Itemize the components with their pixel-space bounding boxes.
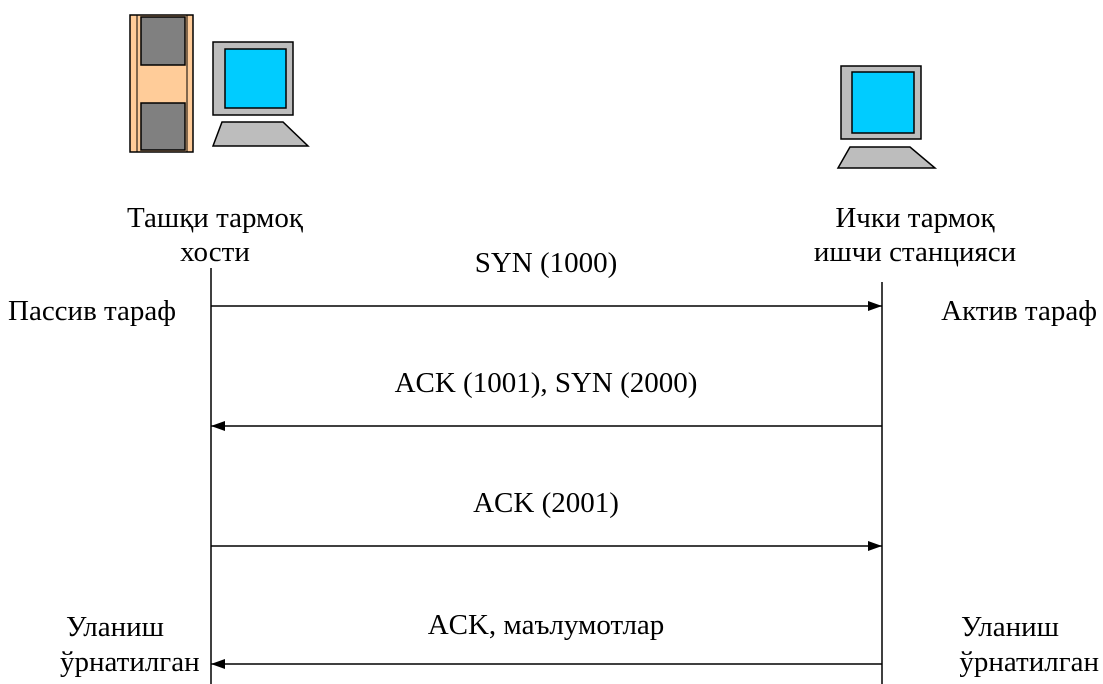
right-host-status-line1: Уланиш xyxy=(961,611,1059,643)
message-label-ack: ACK (2001) xyxy=(473,487,619,519)
left-host-title-line1: Ташқи тармоқ xyxy=(127,202,303,234)
computer-monitor-icon xyxy=(211,41,310,147)
left-host-status-line1: Уланиш xyxy=(66,611,164,643)
server-tower-icon xyxy=(129,14,194,153)
right-host-title-line1: Ички тармоқ xyxy=(835,202,995,234)
message-label-ack-syn: ACK (1001), SYN (2000) xyxy=(394,367,698,399)
message-label-ack-data: ACK, маълумотлар xyxy=(427,609,665,641)
message-label-syn: SYN (1000) xyxy=(474,247,618,279)
left-host-title-line2: хости xyxy=(180,236,250,268)
computer-monitor-icon-right xyxy=(836,65,938,169)
left-host-status-line2: ўрнатилган xyxy=(60,646,200,678)
right-host-status-line2: ўрнатилган xyxy=(959,646,1099,678)
right-host-title-line2: ишчи станцияси xyxy=(813,236,1017,268)
right-host-role: Актив тараф xyxy=(941,295,1097,327)
left-host-role: Пассив тараф xyxy=(8,295,177,327)
